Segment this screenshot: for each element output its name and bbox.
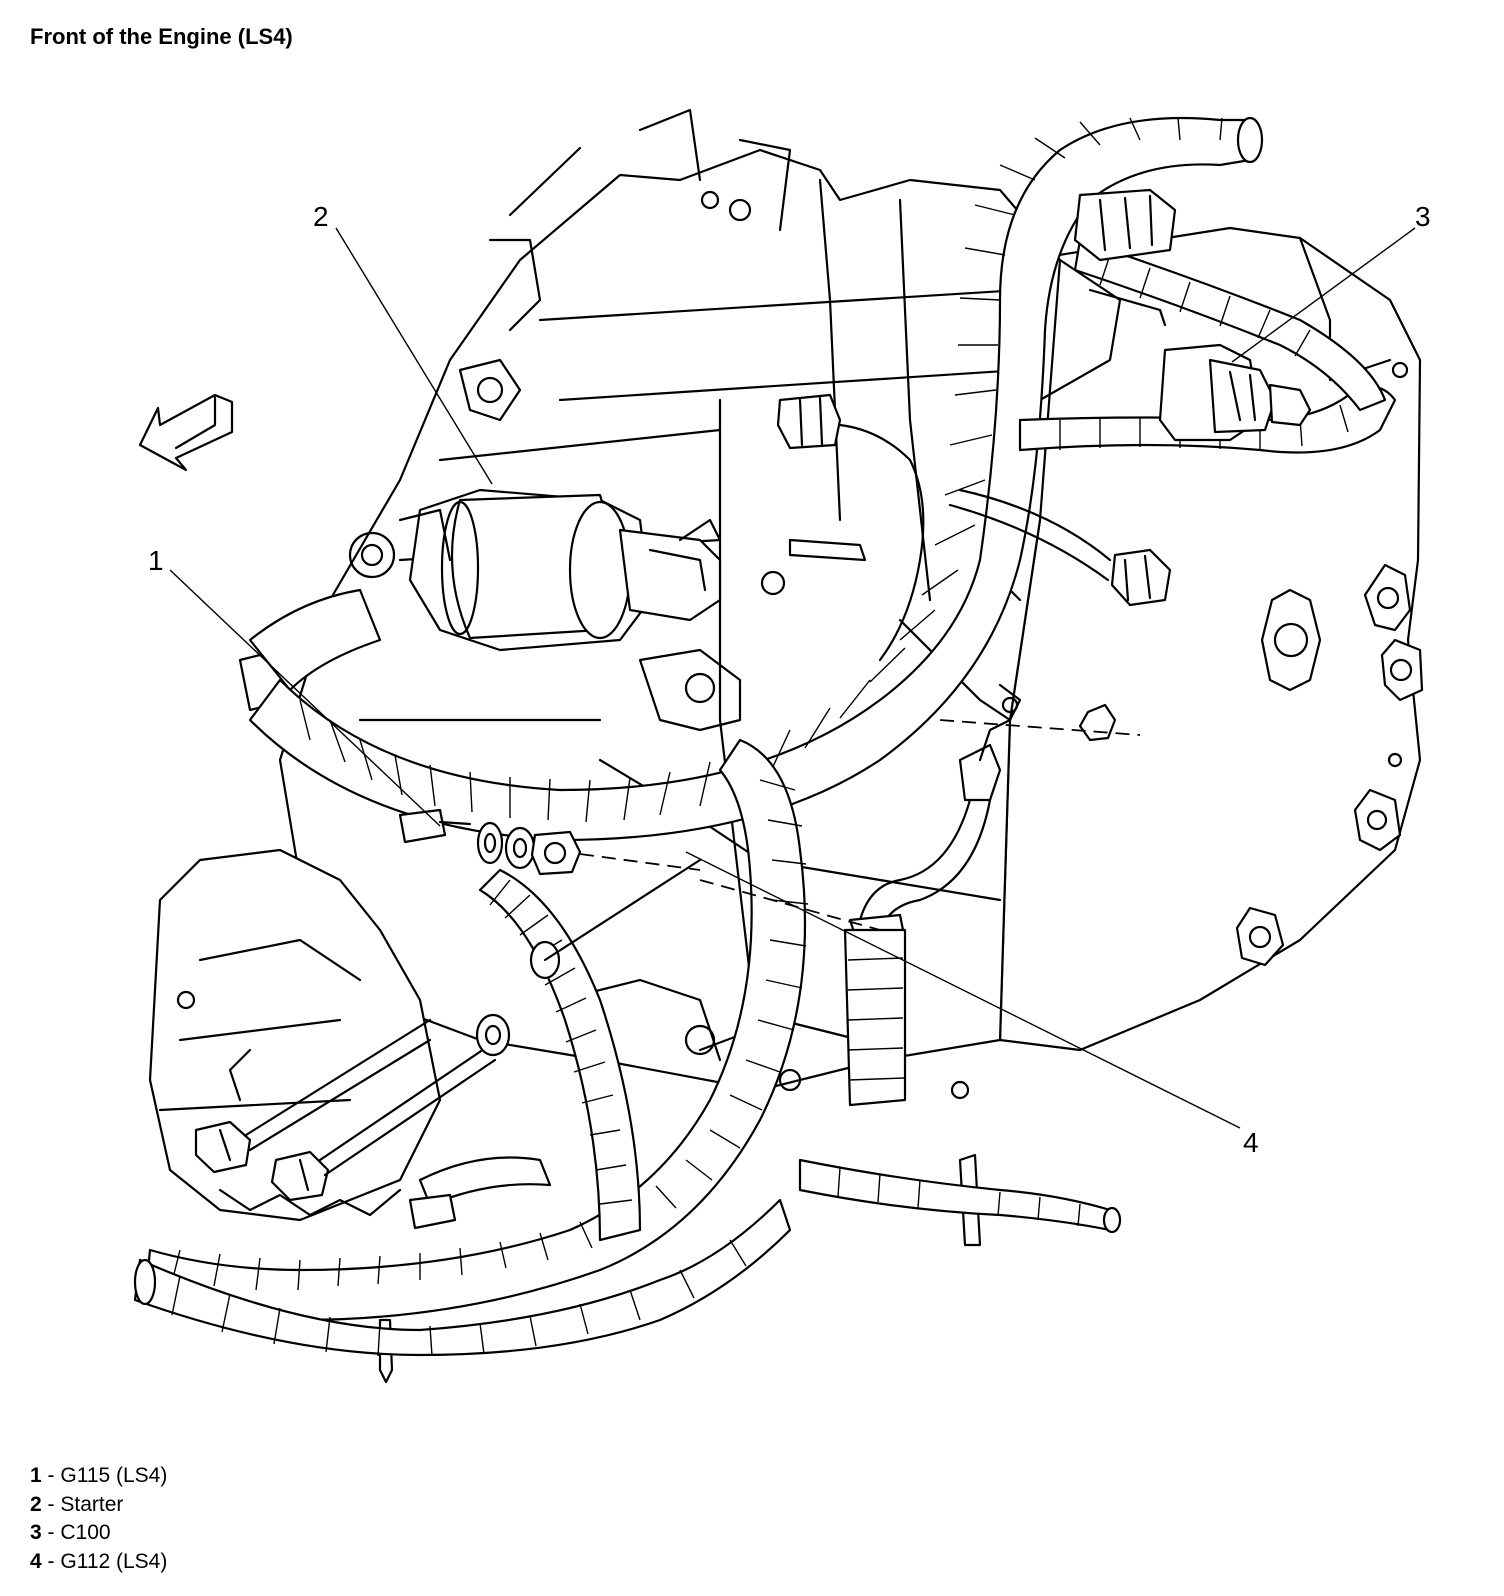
g115-ground-fasteners [398,808,701,876]
callout-leader-lines [169,227,1416,1129]
legend-item: 3 - C100 [30,1521,111,1544]
connector-c100-harness [1018,188,1397,454]
lower-wiring-harness [133,738,1122,1357]
callout-1: 1 [148,545,164,576]
legend: 1 - G115 (LS4) 2 - Starter 3 - C100 4 - … [30,1462,167,1576]
callout-3: 3 [1415,201,1431,232]
legend-item: 2 - Starter [30,1492,124,1516]
callout-4: 4 [1243,1127,1259,1158]
callout-2: 2 [313,201,329,232]
connectors [378,393,1172,1384]
g112-ground-fasteners [194,719,1141,1202]
front-direction-arrow-icon [138,393,234,472]
legend-item: 4 - G112 (LS4) [30,1549,168,1573]
engine-diagram: 2 1 3 4 [133,108,1431,1384]
starter-motor [348,488,867,732]
legend-item: 1 - G115 (LS4) [30,1464,168,1487]
main-wiring-harness [248,116,1264,842]
diagram-title: Front of the Engine (LS4) [30,24,293,49]
